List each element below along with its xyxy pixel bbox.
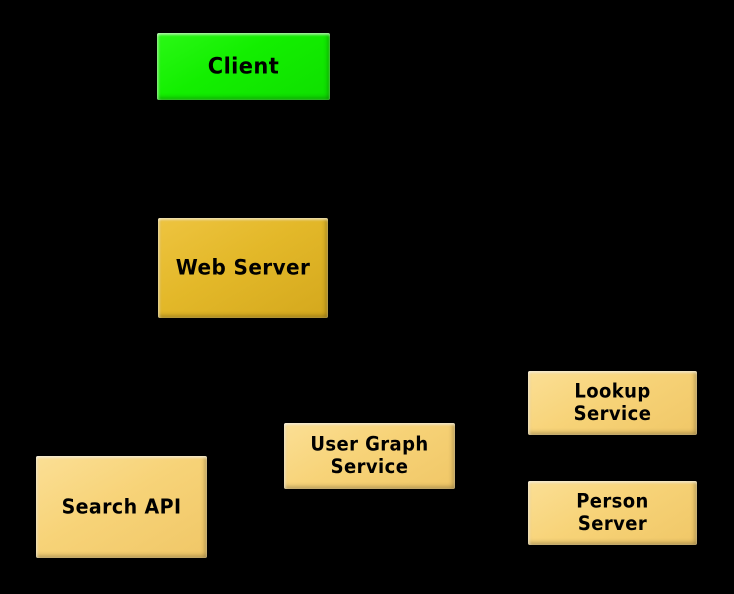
diagram-node-search-api[interactable]: Search API — [36, 456, 207, 558]
diagram-node-lookup-service-label: Lookup Service — [573, 380, 652, 426]
diagram-node-search-api-label: Search API — [61, 495, 182, 519]
diagram-node-person-server[interactable]: Person Server — [528, 481, 697, 545]
diagram-node-client[interactable]: Client — [157, 33, 330, 100]
diagram-node-user-graph-service[interactable]: User Graph Service — [284, 423, 455, 489]
diagram-node-person-server-label: Person Server — [576, 490, 649, 536]
diagram-node-lookup-service[interactable]: Lookup Service — [528, 371, 697, 435]
diagram-node-user-graph-service-label: User Graph Service — [310, 433, 429, 479]
diagram-node-client-label: Client — [207, 53, 280, 79]
diagram-node-web-server-label: Web Server — [175, 254, 311, 280]
diagram-node-web-server[interactable]: Web Server — [158, 218, 328, 318]
